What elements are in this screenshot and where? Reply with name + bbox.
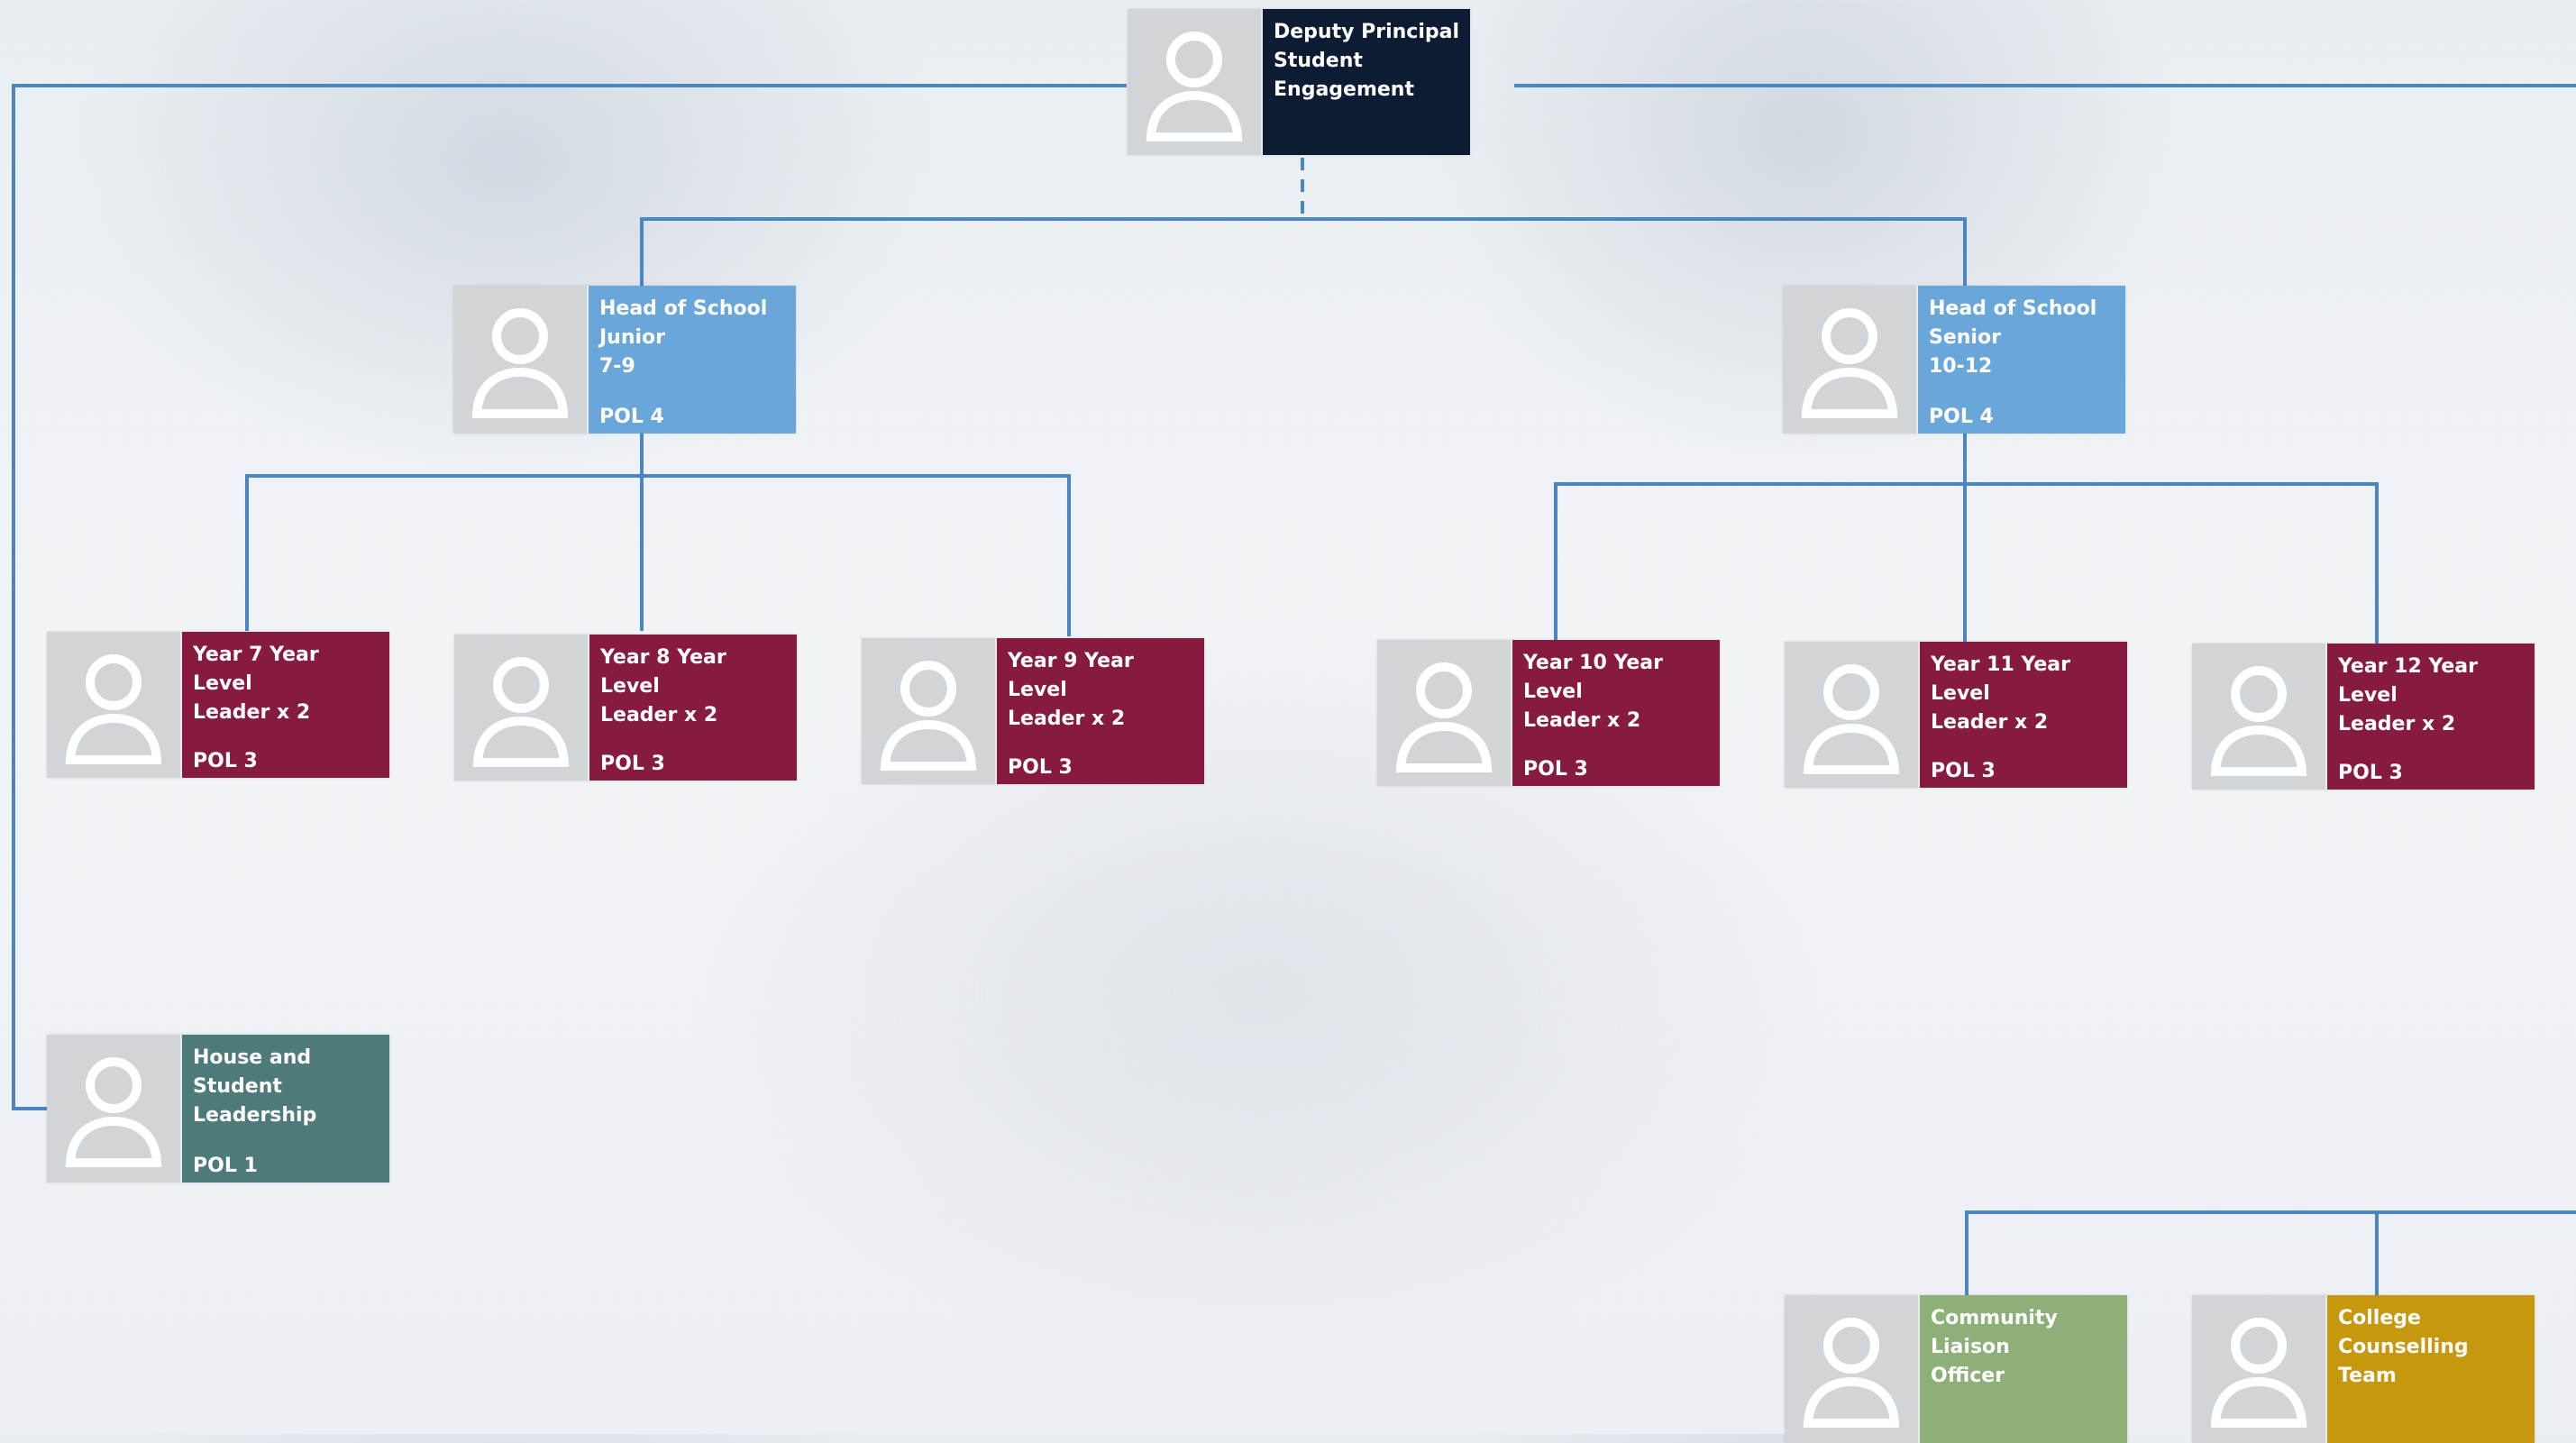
node-title: College Counselling Team: [2338, 1307, 2469, 1387]
node-pol: POL 4: [1929, 406, 1994, 428]
node-year8-leader[interactable]: Year 8 Year Level Leader x 2 POL 3: [454, 635, 797, 781]
person-icon: [880, 661, 977, 771]
node-title: Year 11 Year Level Leader x 2: [1931, 653, 2070, 734]
node-title: Year 10 Year Level Leader x 2: [1523, 652, 1663, 732]
node-label-box: House and Student Leadership POL 1: [182, 1035, 389, 1183]
node-title: Head of School Junior 7-9: [599, 297, 768, 378]
node-title: Community Liaison Officer: [1931, 1307, 2058, 1387]
person-placeholder: [1785, 1295, 1920, 1443]
person-placeholder: [47, 1035, 182, 1183]
person-icon: [1395, 662, 1493, 772]
node-label-box: Year 8 Year Level Leader x 2 POL 3: [589, 635, 797, 781]
node-year12-leader[interactable]: Year 12 Year Level Leader x 2 POL 3: [2192, 644, 2535, 790]
node-title: Year 7 Year Level Leader x 2: [193, 644, 319, 724]
node-head-senior[interactable]: Head of School Senior 10-12 POL 4: [1783, 286, 2125, 434]
person-icon: [471, 308, 569, 418]
node-year7-leader[interactable]: Year 7 Year Level Leader x 2 POL 3: [47, 632, 389, 778]
node-label-box: Year 10 Year Level Leader x 2 POL 3: [1512, 640, 1720, 786]
person-icon: [1146, 32, 1243, 142]
node-title: Year 9 Year Level Leader x 2: [1008, 650, 1134, 730]
node-label-box: Year 7 Year Level Leader x 2 POL 3: [182, 632, 389, 778]
node-label-box: Year 9 Year Level Leader x 2 POL 3: [997, 638, 1204, 784]
node-year11-leader[interactable]: Year 11 Year Level Leader x 2 POL 3: [1785, 642, 2127, 788]
node-title: Year 12 Year Level Leader x 2: [2338, 655, 2478, 735]
node-pol: POL 3: [600, 753, 665, 775]
person-icon: [2210, 666, 2307, 776]
connector-heads: [640, 217, 1967, 287]
node-year9-leader[interactable]: Year 9 Year Level Leader x 2 POL 3: [862, 638, 1204, 784]
person-placeholder: [1128, 9, 1263, 155]
person-placeholder: [2192, 1295, 2327, 1443]
node-college-counselling-team[interactable]: College Counselling Team: [2192, 1295, 2535, 1443]
person-placeholder: [1785, 642, 1920, 788]
node-label-box: Head of School Senior 10-12 POL 4: [1918, 286, 2125, 434]
node-label-box: Deputy Principal Student Engagement: [1263, 9, 1470, 155]
node-label-box: Community Liaison Officer: [1920, 1295, 2127, 1443]
node-pol: POL 3: [1931, 760, 1996, 782]
person-placeholder: [1377, 640, 1512, 786]
node-title: House and Student Leadership: [193, 1046, 317, 1127]
person-icon: [65, 654, 162, 764]
person-icon: [65, 1057, 162, 1167]
node-year10-leader[interactable]: Year 10 Year Level Leader x 2 POL 3: [1377, 640, 1720, 786]
person-icon: [1803, 1318, 1900, 1428]
node-head-junior[interactable]: Head of School Junior 7-9 POL 4: [453, 286, 796, 434]
connector-junior-years: [245, 474, 1071, 636]
connector-left-branch: [12, 84, 1127, 1110]
person-icon: [1803, 664, 1900, 774]
node-label-box: Year 12 Year Level Leader x 2 POL 3: [2327, 644, 2535, 790]
connector-support-branch: [1965, 1210, 2576, 1296]
person-placeholder: [1783, 286, 1918, 434]
node-pol: POL 3: [2338, 762, 2403, 784]
node-house-student-leadership[interactable]: House and Student Leadership POL 1: [47, 1035, 389, 1183]
node-label-box: Year 11 Year Level Leader x 2 POL 3: [1920, 642, 2127, 788]
node-title: Year 8 Year Level Leader x 2: [600, 646, 726, 726]
person-placeholder: [453, 286, 589, 434]
node-pol: POL 4: [599, 406, 664, 428]
person-icon: [2210, 1318, 2307, 1428]
node-pol: POL 1: [193, 1155, 258, 1177]
node-label-box: Head of School Junior 7-9 POL 4: [589, 286, 796, 434]
person-icon: [472, 657, 570, 767]
node-title: Head of School Senior 10-12: [1929, 297, 2097, 378]
node-label-box: College Counselling Team: [2327, 1295, 2535, 1443]
person-icon: [1801, 308, 1898, 418]
node-community-liaison-officer[interactable]: Community Liaison Officer: [1785, 1295, 2127, 1443]
person-placeholder: [454, 635, 589, 781]
connector-senior-years: [1554, 482, 2379, 644]
person-placeholder: [2192, 644, 2327, 790]
node-pol: POL 3: [193, 750, 258, 772]
person-placeholder: [862, 638, 997, 784]
person-placeholder: [47, 632, 182, 778]
node-title: Deputy Principal Student Engagement: [1274, 21, 1460, 101]
node-pol: POL 3: [1523, 758, 1588, 781]
node-pol: POL 3: [1008, 756, 1073, 779]
node-deputy-principal[interactable]: Deputy Principal Student Engagement: [1128, 9, 1470, 155]
